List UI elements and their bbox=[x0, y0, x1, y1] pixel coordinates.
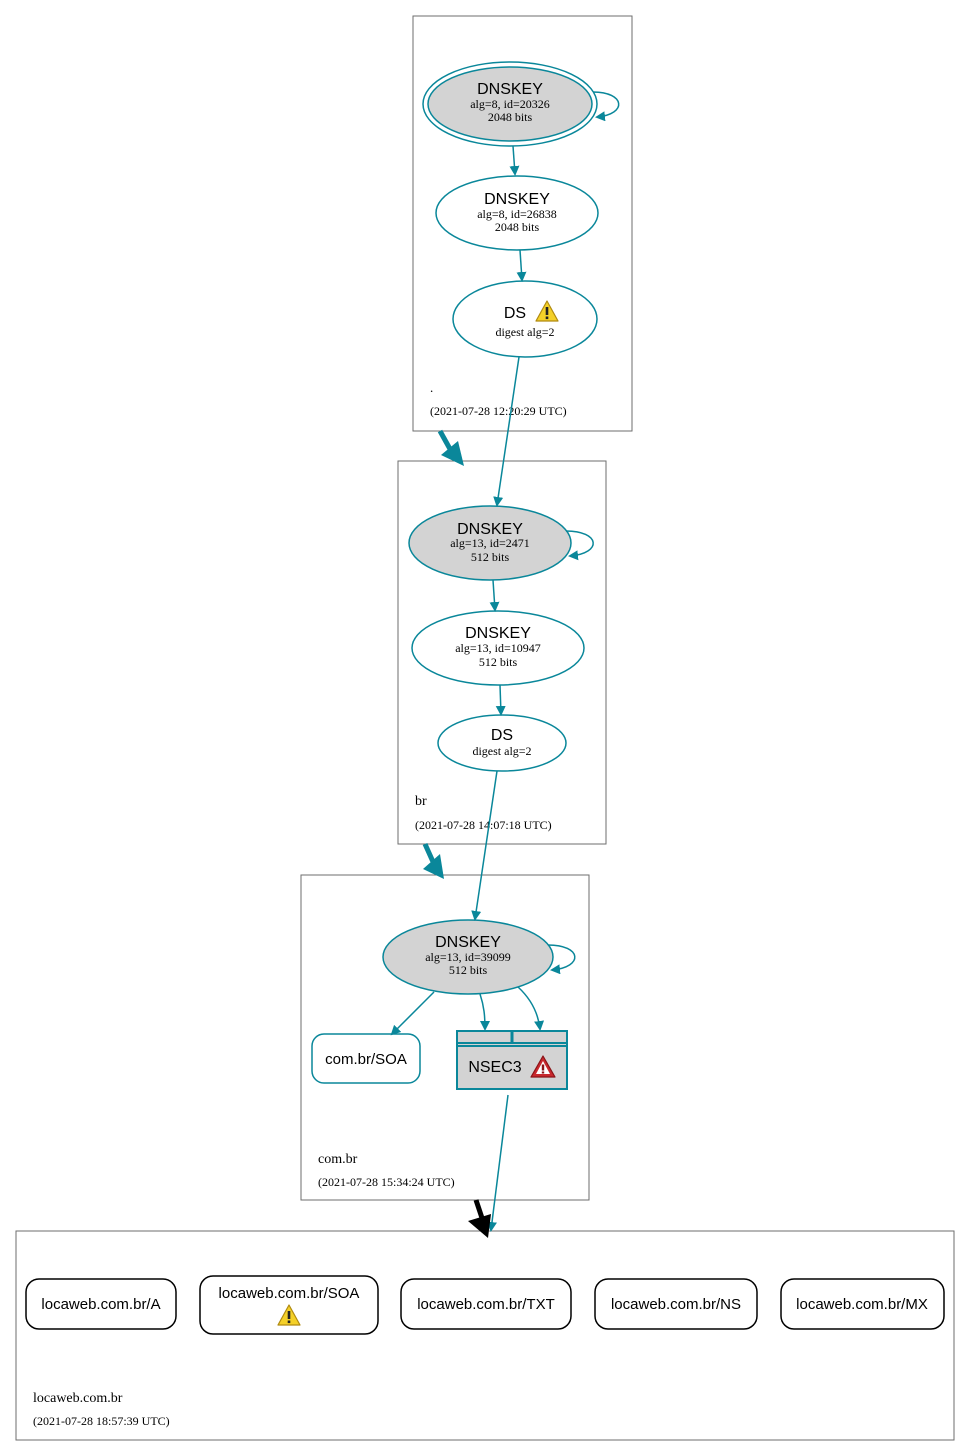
delegation-arrows bbox=[422, 429, 491, 1238]
locaweb-ns-title: locaweb.com.br/NS bbox=[611, 1296, 741, 1313]
delegation-root-to-br bbox=[437, 429, 464, 466]
br-zsk-title: DNSKEY bbox=[465, 625, 531, 642]
zone-root-box bbox=[412, 15, 633, 432]
zone-locaweb-name: locaweb.com.br bbox=[33, 1391, 123, 1406]
zone-combr-box bbox=[300, 874, 590, 1201]
combr-ksk-node[interactable]: DNSKEY alg=13, id=39099 512 bits bbox=[382, 919, 554, 995]
edge-br-zsk-to-br-ds bbox=[495, 684, 506, 716]
zone-br-box bbox=[397, 460, 607, 845]
br-ksk-line2: 512 bits bbox=[471, 550, 510, 564]
root-ds-line1: digest alg=2 bbox=[495, 325, 554, 339]
locaweb-mx-node[interactable]: locaweb.com.br/MX bbox=[780, 1278, 945, 1330]
root-ksk-title: DNSKEY bbox=[477, 81, 543, 98]
edge-nsec3-to-locaweb bbox=[487, 1094, 509, 1232]
zone-combr-timestamp: (2021-07-28 15:34:24 UTC) bbox=[318, 1175, 455, 1189]
locaweb-a-title: locaweb.com.br/A bbox=[41, 1296, 160, 1313]
locaweb-ns-node[interactable]: locaweb.com.br/NS bbox=[594, 1278, 758, 1330]
br-ds-line1: digest alg=2 bbox=[472, 744, 531, 758]
locaweb-soa-title: locaweb.com.br/SOA bbox=[219, 1285, 360, 1302]
combr-ksk-title: DNSKEY bbox=[435, 934, 501, 951]
delegation-combr-to-locaweb bbox=[468, 1199, 491, 1238]
br-ds-title: DS bbox=[491, 727, 513, 744]
edge-root-zsk-to-root-ds bbox=[516, 249, 527, 282]
zone-combr: com.br (2021-07-28 15:34:24 UTC) DNSKEY … bbox=[300, 874, 590, 1201]
locaweb-txt-node[interactable]: locaweb.com.br/TXT bbox=[400, 1278, 572, 1330]
locaweb-a-node[interactable]: locaweb.com.br/A bbox=[25, 1278, 177, 1330]
zone-locaweb-box bbox=[15, 1230, 955, 1441]
delegation-br-to-combr bbox=[422, 842, 444, 879]
br-ds-node[interactable]: DS digest alg=2 bbox=[437, 714, 567, 772]
root-ksk-line2: 2048 bits bbox=[488, 110, 533, 124]
edge-combr-ksk-to-nsec3-right bbox=[517, 986, 545, 1031]
br-zsk-node[interactable]: DNSKEY alg=13, id=10947 512 bits bbox=[411, 610, 585, 686]
br-zsk-line2: 512 bits bbox=[479, 655, 518, 669]
edge-root-ds-to-br-ksk bbox=[493, 356, 520, 507]
combr-nsec3-title: NSEC3 bbox=[468, 1059, 521, 1076]
edge-br-ksk-to-br-zsk bbox=[489, 579, 500, 612]
combr-nsec3-node[interactable]: NSEC3 bbox=[456, 1030, 568, 1090]
warning-icon bbox=[535, 300, 559, 322]
zone-br: br (2021-07-28 14:07:18 UTC) DNSKEY alg=… bbox=[397, 460, 607, 845]
locaweb-soa-node[interactable]: locaweb.com.br/SOA bbox=[199, 1275, 379, 1335]
error-icon bbox=[530, 1055, 556, 1078]
locaweb-txt-title: locaweb.com.br/TXT bbox=[417, 1296, 555, 1313]
zone-combr-name: com.br bbox=[318, 1152, 358, 1167]
zone-root: . (2021-07-28 12:20:29 UTC) DNSKEY alg=8… bbox=[412, 15, 633, 432]
edge-combr-ksk-to-combr-soa bbox=[390, 991, 435, 1036]
warning-icon bbox=[277, 1304, 301, 1326]
locaweb-mx-title: locaweb.com.br/MX bbox=[796, 1296, 928, 1313]
zone-locaweb-timestamp: (2021-07-28 18:57:39 UTC) bbox=[33, 1414, 170, 1428]
root-zsk-line1: alg=8, id=26838 bbox=[477, 207, 557, 221]
br-ksk-node[interactable]: DNSKEY alg=13, id=2471 512 bits bbox=[408, 505, 572, 581]
combr-soa-title: com.br/SOA bbox=[325, 1051, 407, 1068]
zone-locaweb: locaweb.com.br (2021-07-28 18:57:39 UTC)… bbox=[15, 1230, 955, 1441]
br-zsk-line1: alg=13, id=10947 bbox=[455, 641, 541, 655]
combr-ksk-line2: 512 bits bbox=[449, 963, 488, 977]
edge-br-ds-to-combr-ksk bbox=[471, 770, 498, 921]
zone-br-name: br bbox=[415, 794, 427, 809]
root-ksk-line1: alg=8, id=20326 bbox=[470, 97, 550, 111]
root-zsk-line2: 2048 bits bbox=[495, 220, 540, 234]
br-ksk-title: DNSKEY bbox=[457, 521, 523, 538]
combr-ksk-line1: alg=13, id=39099 bbox=[425, 950, 511, 964]
br-ksk-line1: alg=13, id=2471 bbox=[450, 536, 530, 550]
root-ksk-node[interactable]: DNSKEY alg=8, id=20326 2048 bits bbox=[422, 61, 598, 147]
root-ds-title: DS bbox=[504, 305, 526, 322]
br-ksk-self-loop bbox=[565, 530, 594, 561]
root-ds-node[interactable]: DS digest alg=2 bbox=[452, 280, 598, 358]
combr-ksk-self-loop bbox=[547, 944, 576, 975]
zone-root-timestamp: (2021-07-28 12:20:29 UTC) bbox=[430, 404, 567, 418]
root-ksk-self-loop bbox=[592, 91, 620, 122]
zone-root-name: . bbox=[430, 380, 433, 395]
edge-combr-ksk-to-nsec3-left bbox=[479, 993, 490, 1031]
root-zsk-title: DNSKEY bbox=[484, 191, 550, 208]
edge-root-ksk-to-root-zsk bbox=[509, 145, 520, 176]
zone-br-timestamp: (2021-07-28 14:07:18 UTC) bbox=[415, 818, 552, 832]
edges bbox=[390, 145, 545, 1232]
root-zsk-node[interactable]: DNSKEY alg=8, id=26838 2048 bits bbox=[435, 175, 599, 251]
combr-soa-node[interactable]: com.br/SOA bbox=[311, 1033, 421, 1084]
